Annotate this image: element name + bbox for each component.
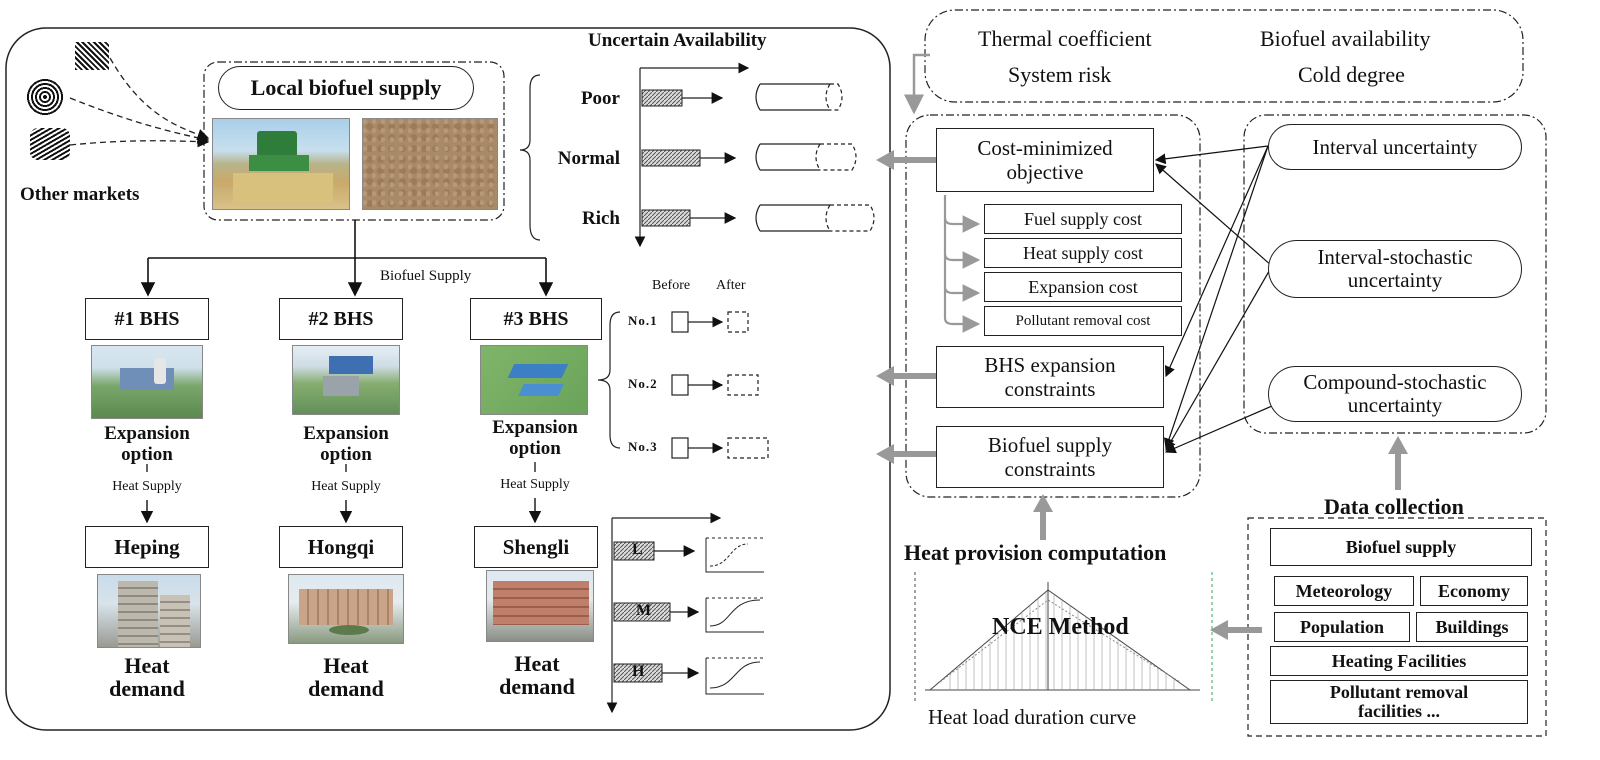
harvester-image (212, 118, 350, 210)
district-heping: Heping (85, 526, 209, 568)
expansion-cost-box: Expansion cost (984, 272, 1182, 302)
building-image (486, 570, 594, 642)
level-normal: Normal (557, 148, 620, 169)
interval-uncertainty-pill: Interval uncertainty (1268, 124, 1522, 170)
after-label: After (716, 278, 746, 293)
data-item-biofuel-supply: Biofuel supply (1270, 528, 1532, 566)
district-hongqi: Hongqi (279, 526, 403, 568)
data-collection-title: Data collection (1324, 494, 1464, 519)
data-item-heating-facilities: Heating Facilities (1270, 646, 1528, 676)
biomass-icon (30, 128, 70, 160)
option-no2: No.2 (628, 376, 658, 391)
heat-supply-label: Heat Supply (500, 477, 570, 492)
other-markets-label: Other markets (20, 184, 140, 205)
before-label: Before (652, 278, 691, 293)
data-item-meteorology: Meteorology (1274, 576, 1414, 606)
uncertainty-frame (1243, 114, 1547, 434)
uncertain-availability-title: Uncertain Availability (588, 30, 767, 51)
nce-method-label: NCE Method (992, 614, 1129, 640)
bhs-plant-image (480, 345, 588, 415)
bhs-1-box: #1 BHS (85, 298, 209, 340)
bhs-3-box: #3 BHS (470, 298, 602, 340)
bhs-2-box: #2 BHS (279, 298, 403, 340)
factors-frame (924, 9, 1524, 103)
data-item-population: Population (1274, 612, 1410, 642)
building-image (97, 574, 201, 648)
model-frame (905, 114, 1201, 498)
level-rich: Rich (582, 208, 620, 229)
factor-availability: Biofuel availability (1260, 26, 1431, 51)
demand-level-l: L (632, 541, 643, 558)
demand-level-h: H (632, 663, 645, 680)
biomass-icon (75, 42, 109, 70)
data-item-economy: Economy (1420, 576, 1528, 606)
demand-level-m: M (636, 602, 652, 619)
local-biofuel-supply-title: Local biofuel supply (218, 66, 474, 110)
biomass-icon (26, 78, 64, 116)
pollutant-removal-cost-box: Pollutant removal cost (984, 306, 1182, 336)
level-poor: Poor (580, 88, 620, 109)
heat-supply-cost-box: Heat supply cost (984, 238, 1182, 268)
heat-load-curve-label: Heat load duration curve (928, 705, 1137, 729)
data-item-buildings: Buildings (1416, 612, 1528, 642)
district-shengli: Shengli (474, 526, 598, 568)
heat-provision-title: Heat provision computation (904, 540, 1167, 565)
factor-cold: Cold degree (1298, 62, 1405, 87)
bhs-plant-image (91, 345, 203, 419)
factor-risk: System risk (1008, 62, 1112, 87)
heat-supply-label: Heat Supply (311, 479, 381, 494)
option-no3: No.3 (628, 439, 658, 454)
pellet-image (362, 118, 498, 210)
fuel-supply-cost-box: Fuel supply cost (984, 204, 1182, 234)
heat-supply-label: Heat Supply (112, 479, 182, 494)
option-no1: No.1 (628, 313, 658, 328)
bhs-plant-image (292, 345, 400, 415)
factor-thermal: Thermal coefficient (978, 26, 1152, 51)
building-image (288, 574, 404, 644)
biofuel-supply-label: Biofuel Supply (380, 268, 472, 284)
